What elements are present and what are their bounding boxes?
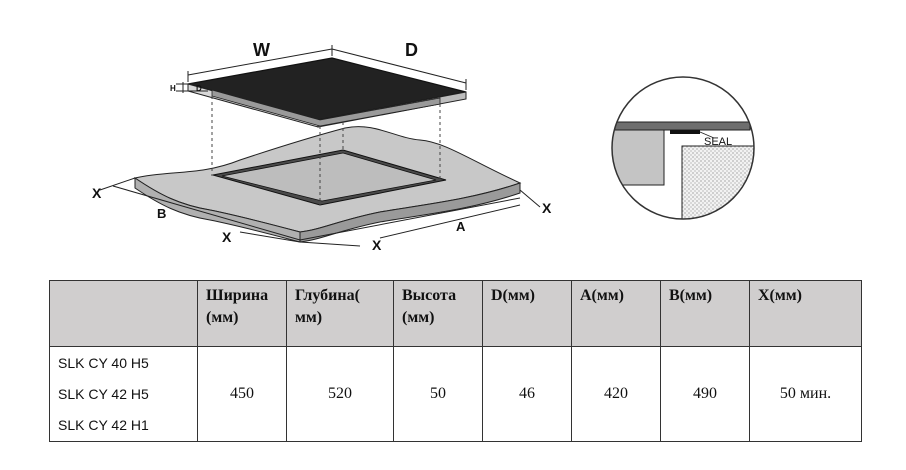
seal-detail: SEAL: [611, 76, 755, 220]
model-list: SLK CY 40 H5 SLK CY 42 H5 SLK CY 42 H1: [49, 346, 198, 442]
model-name: SLK CY 42 H5: [58, 385, 149, 402]
hob: [187, 57, 467, 128]
label-a: A: [456, 219, 466, 234]
model-name: SLK CY 40 H5: [58, 354, 149, 371]
label-b: B: [157, 206, 166, 221]
table-row: SLK CY 40 H5 SLK CY 42 H5 SLK CY 42 H1 4…: [49, 346, 862, 442]
header-model: [49, 280, 198, 347]
label-h: H: [170, 84, 176, 93]
label-x-right: X: [542, 200, 552, 216]
label-d: D: [405, 40, 418, 60]
installation-diagram: W D H D B A X X X X SEAL: [92, 40, 755, 253]
header-width: Ширина (мм): [197, 280, 287, 347]
model-name: SLK CY 42 H1: [58, 416, 149, 433]
specification-table: Ширина (мм) Глубина( мм) Высота (мм) D(м…: [49, 280, 862, 442]
value-a: 420: [571, 346, 661, 442]
header-height: Высота (мм): [393, 280, 483, 347]
projection-lines: [211, 96, 441, 205]
countertop: [133, 126, 522, 243]
value-x: 50 мин.: [749, 346, 862, 442]
header-b: B(мм): [660, 280, 750, 347]
value-d: 46: [482, 346, 572, 442]
label-x-left: X: [92, 185, 102, 201]
label-x-bottom-left: X: [222, 229, 232, 245]
label-x-bottom: X: [372, 237, 382, 253]
value-b: 490: [660, 346, 750, 442]
label-w: W: [253, 40, 270, 60]
header-x: X(мм): [749, 280, 862, 347]
value-width: 450: [197, 346, 287, 442]
dimension-lines: [99, 45, 541, 247]
seal-label: SEAL: [704, 136, 732, 148]
value-depth: 520: [286, 346, 394, 442]
label-d-small: D: [196, 84, 202, 93]
header-d: D(мм): [482, 280, 572, 347]
header-depth: Глубина( мм): [286, 280, 394, 347]
header-a: A(мм): [571, 280, 661, 347]
value-height: 50: [393, 346, 483, 442]
table-header-row: Ширина (мм) Глубина( мм) Высота (мм) D(м…: [49, 280, 862, 347]
